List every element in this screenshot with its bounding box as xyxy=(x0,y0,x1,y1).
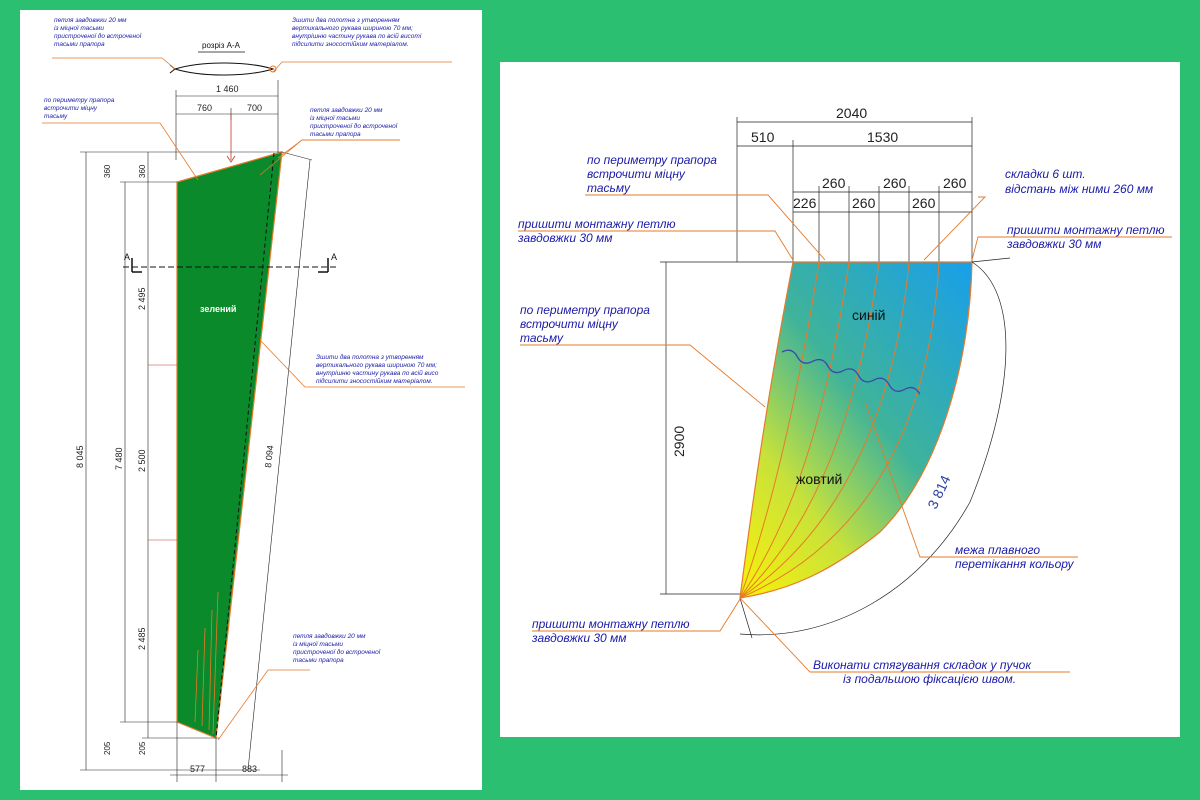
dim-pleat-e: 260 xyxy=(912,195,936,211)
dim-pleat-a: 260 xyxy=(822,175,846,191)
dim-seg-mid: 2 500 xyxy=(137,449,147,472)
right-top-dim-lines xyxy=(736,117,973,262)
dim-pleat-226: 226 xyxy=(793,195,817,211)
dim-pleat-b: 260 xyxy=(883,175,907,191)
section-marker-right: А xyxy=(331,252,337,262)
section-profile xyxy=(173,62,275,76)
dim-width-right: 700 xyxy=(247,103,262,113)
bottom-dim-lines xyxy=(170,722,288,782)
dim-right-total-width: 2040 xyxy=(836,105,867,121)
dim-right-right-part: 1530 xyxy=(867,129,898,145)
dim-seg-bottom: 2 485 xyxy=(137,627,147,650)
right-leaders xyxy=(518,194,1172,673)
note-right-loop: петля завдовжки 20 мм із міцної тасьми п… xyxy=(310,106,399,138)
right-top-dims: 2040 510 1530 260 260 260 226 260 260 xyxy=(751,105,967,211)
note-perimeter-mid: по периметру прапора встрочити міцну тас… xyxy=(520,303,653,345)
dim-total-width: 1 460 xyxy=(216,84,239,94)
section-end xyxy=(169,64,176,74)
dim-right-left-part: 510 xyxy=(751,129,775,145)
color-label-yellow: жовтий xyxy=(796,471,842,487)
color-boundary-wave xyxy=(781,349,921,395)
left-leaders xyxy=(42,57,465,741)
dim-bottom-right: 883 xyxy=(242,764,257,774)
pleat-lines xyxy=(739,261,940,599)
section-marker-left: А xyxy=(124,252,130,262)
dim-seg-top: 2 495 xyxy=(137,287,147,310)
dim-pleat-d: 260 xyxy=(852,195,876,211)
note-mid-sew: Зшити два полотна з утворенням вертикаль… xyxy=(316,353,440,385)
left-dim-lines xyxy=(80,151,282,771)
section-label: розріз А-А xyxy=(202,41,241,50)
left-drawing-sheet: розріз А-А 1 460 760 700 зелений 8 094 А… xyxy=(20,10,482,790)
dim-diagonal: 8 094 xyxy=(263,445,275,468)
dim-pleat-c: 260 xyxy=(943,175,967,191)
note-gather: Виконати стягування складок у пучок із п… xyxy=(813,658,1034,686)
dim-top-offset-outer: 360 xyxy=(103,164,112,178)
note-color-border: межа плавного перетікання кольору xyxy=(955,543,1075,571)
dim-height-inner: 7 480 xyxy=(114,447,124,470)
note-pleats: складки 6 шт. відстань між ними 260 мм xyxy=(1005,167,1153,196)
right-notes: по периметру прапора встрочити міцну тас… xyxy=(517,153,1168,686)
note-perimeter-top: по периметру прапора встрочити міцну тас… xyxy=(587,153,720,195)
dim-height-total: 8 045 xyxy=(75,445,85,468)
note-top-left-loop: петля завдовжки 20 мм із міцної тасьми п… xyxy=(54,16,143,48)
dim-bottom-offset-outer: 205 xyxy=(103,741,112,755)
height-dim-lines xyxy=(660,261,793,595)
flag-color-label: зелений xyxy=(200,304,236,314)
arc-dim-line xyxy=(739,261,1007,636)
right-drawing-sheet: 2040 510 1530 260 260 260 226 260 260 29… xyxy=(500,62,1180,737)
dim-bottom-left: 577 xyxy=(190,764,205,774)
right-drawing-svg: 2040 510 1530 260 260 260 226 260 260 29… xyxy=(517,105,1172,686)
note-bottom-loop: петля завдовжки 20 мм із міцної тасьми п… xyxy=(293,632,382,664)
flag-stitch-lines xyxy=(194,591,219,735)
color-label-blue: синій xyxy=(852,307,885,323)
dim-top-offset-inner: 360 xyxy=(138,164,147,178)
note-top-right-sew: Зшити два полотна з утворенням вертикаль… xyxy=(292,16,423,48)
gradient-flag xyxy=(739,261,973,599)
diagonal-dim-line xyxy=(247,159,311,771)
dim-bottom-offset-inner: 205 xyxy=(138,741,147,755)
note-perimeter: по периметру прапора встрочити міцну тас… xyxy=(44,97,116,120)
left-red-segments xyxy=(148,364,177,541)
dim-width-left: 760 xyxy=(197,103,212,113)
note-loop-top-left: пришити монтажну петлю завдовжки 30 мм xyxy=(517,217,679,245)
dim-height: 2900 xyxy=(671,426,687,457)
note-loop-bottom: пришити монтажну петлю завдовжки 30 мм xyxy=(531,617,693,645)
dim-arc: 3 814 xyxy=(924,473,953,512)
note-loop-top-right: пришити монтажну петлю завдовжки 30 мм xyxy=(1006,223,1168,251)
left-drawing-svg: розріз А-А 1 460 760 700 зелений 8 094 А… xyxy=(42,16,465,782)
